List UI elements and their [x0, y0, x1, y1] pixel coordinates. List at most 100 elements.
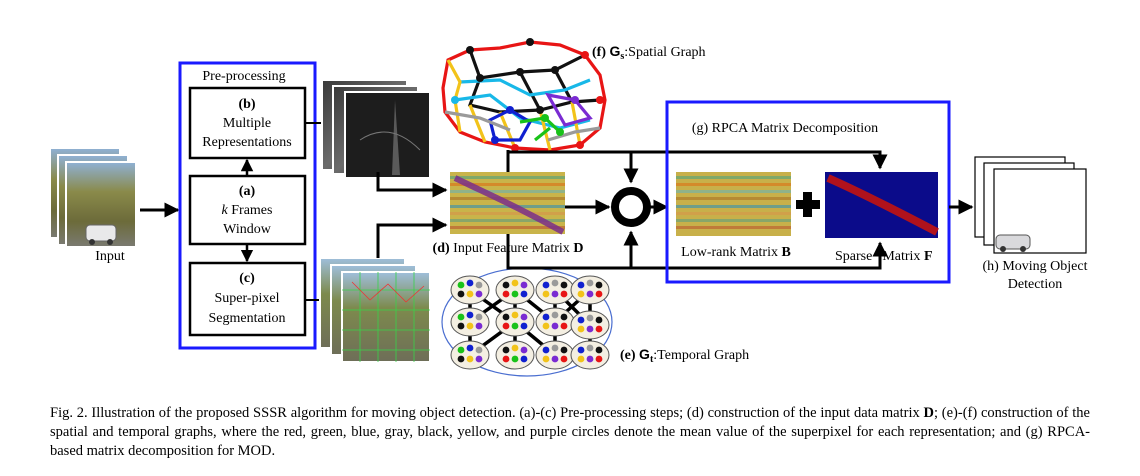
superpixel-feature-dot	[502, 290, 510, 298]
input-frames	[49, 147, 137, 248]
superpixel-feature-dot	[551, 344, 559, 352]
superpixel-feature-dot	[520, 355, 528, 363]
superpixel-feature-dot	[457, 290, 465, 298]
low-rank-matrix	[676, 172, 791, 236]
superpixel-feature-dot	[542, 281, 550, 289]
superpixel-feature-dot	[520, 281, 528, 289]
superpixel-feature-dot	[595, 355, 603, 363]
sparse-matrix	[825, 172, 939, 238]
box-b-line2: Representations	[202, 135, 291, 150]
superpixel-feature-dot	[577, 355, 585, 363]
preprocessing-box	[178, 61, 317, 350]
superpixel-feature-dot	[457, 313, 465, 321]
superpixel-feature-dot	[551, 290, 559, 298]
box-a-line2: Window	[223, 222, 272, 237]
superpixel-feature-dot	[595, 290, 603, 298]
superpixel-feature-dot	[586, 325, 594, 333]
superpixel-feature-dot	[502, 346, 510, 354]
superpixel-feature-dot	[560, 355, 568, 363]
superpixel-feature-dot	[466, 322, 474, 330]
caption-bold-d: D	[923, 405, 934, 421]
superpixel-feature-dot	[577, 281, 585, 289]
superpixel-feature-dot	[586, 290, 594, 298]
superpixel-feature-dot	[520, 290, 528, 298]
superpixel-feature-dot	[466, 311, 474, 319]
superpixel-feature-dot	[457, 346, 465, 354]
arrow-superpixels-to-matrix	[376, 217, 448, 258]
spatial-graph-nodes	[451, 38, 604, 152]
ssr-diagram: Input Pre-processing (b) Multiple Repres…	[49, 38, 1088, 377]
superpixel-feature-dot	[577, 316, 585, 324]
input-label: Input	[95, 249, 125, 264]
superpixel-feature-dot	[577, 346, 585, 354]
superpixel-feature-dot	[511, 344, 519, 352]
superpixel-feature-dot	[511, 322, 519, 330]
superpixel-feature-dot	[595, 325, 603, 333]
superpixel-feature-dot	[511, 311, 519, 319]
superpixel-feature-dot	[542, 346, 550, 354]
superpixel-feature-dot	[577, 325, 585, 333]
output-frames	[974, 156, 1087, 254]
input-feature-matrix	[450, 172, 565, 235]
superpixel-feature-dot	[551, 279, 559, 287]
plus-icon	[796, 192, 820, 217]
low-rank-label: Low-rank Matrix B	[681, 245, 791, 260]
superpixel-feature-dot	[502, 313, 510, 321]
box-c-line2: Segmentation	[209, 311, 286, 326]
superpixel-feature-dot	[560, 346, 568, 354]
box-b-tag: (b)	[238, 97, 255, 112]
superpixel-frames	[319, 257, 431, 363]
representation-frames	[321, 79, 431, 179]
superpixel-feature-dot	[475, 290, 483, 298]
superpixel-feature-dot	[502, 355, 510, 363]
superpixel-feature-dot	[475, 313, 483, 321]
box-c-superpixel	[188, 261, 307, 337]
superpixel-feature-dot	[551, 311, 559, 319]
superpixel-feature-dot	[586, 344, 594, 352]
superpixel-feature-dot	[466, 279, 474, 287]
superpixel-feature-dot	[466, 290, 474, 298]
temporal-graph-label: (e) Gt:Temporal Graph	[620, 346, 749, 365]
output-label-line1: (h) Moving Object	[983, 259, 1088, 274]
superpixel-feature-dot	[475, 346, 483, 354]
superpixel-feature-dot	[475, 281, 483, 289]
arrow-representations-to-matrix	[376, 172, 448, 198]
superpixel-feature-dot	[542, 322, 550, 330]
superpixel-feature-dot	[457, 355, 465, 363]
superpixel-feature-dot	[586, 314, 594, 322]
line-temporal-to-bottom	[506, 234, 888, 270]
box-a-frames-window	[188, 174, 307, 246]
figure-caption: Fig. 2. Illustration of the proposed SSS…	[50, 404, 1090, 461]
caption-prefix: Fig. 2. Illustration of the proposed SSS…	[50, 405, 924, 421]
box-c-line1: Super-pixel	[214, 291, 279, 306]
superpixel-feature-dot	[511, 355, 519, 363]
superpixel-feature-dot	[457, 281, 465, 289]
box-a-tag: (a)	[239, 184, 256, 199]
spatial-graph-label: (f) Gs:Spatial Graph	[592, 43, 706, 62]
superpixel-feature-dot	[595, 281, 603, 289]
superpixel-feature-dot	[466, 344, 474, 352]
caption-rest: ; (e)-(f) construction of the spatial an…	[50, 405, 1090, 459]
superpixel-feature-dot	[577, 290, 585, 298]
superpixel-feature-dot	[560, 313, 568, 321]
box-b-multiple-representations	[188, 86, 307, 160]
superpixel-feature-dot	[542, 290, 550, 298]
superpixel-feature-dot	[466, 355, 474, 363]
superpixel-feature-dot	[560, 290, 568, 298]
superpixel-feature-dot	[502, 322, 510, 330]
preprocessing-title: Pre-processing	[202, 69, 285, 84]
feature-matrix-label: (d) Input Feature Matrix D	[433, 241, 584, 256]
superpixel-feature-dot	[586, 355, 594, 363]
box-c-tag: (c)	[239, 271, 255, 286]
combination-operator	[611, 187, 651, 227]
output-label-line2: Detection	[1008, 277, 1062, 292]
superpixel-feature-dot	[520, 313, 528, 321]
superpixel-feature-dot	[560, 281, 568, 289]
superpixel-feature-dot	[475, 355, 483, 363]
superpixel-feature-dot	[511, 279, 519, 287]
spatial-graph	[441, 40, 607, 152]
rpca-box	[665, 100, 951, 284]
superpixel-feature-dot	[542, 313, 550, 321]
superpixel-feature-dot	[551, 355, 559, 363]
